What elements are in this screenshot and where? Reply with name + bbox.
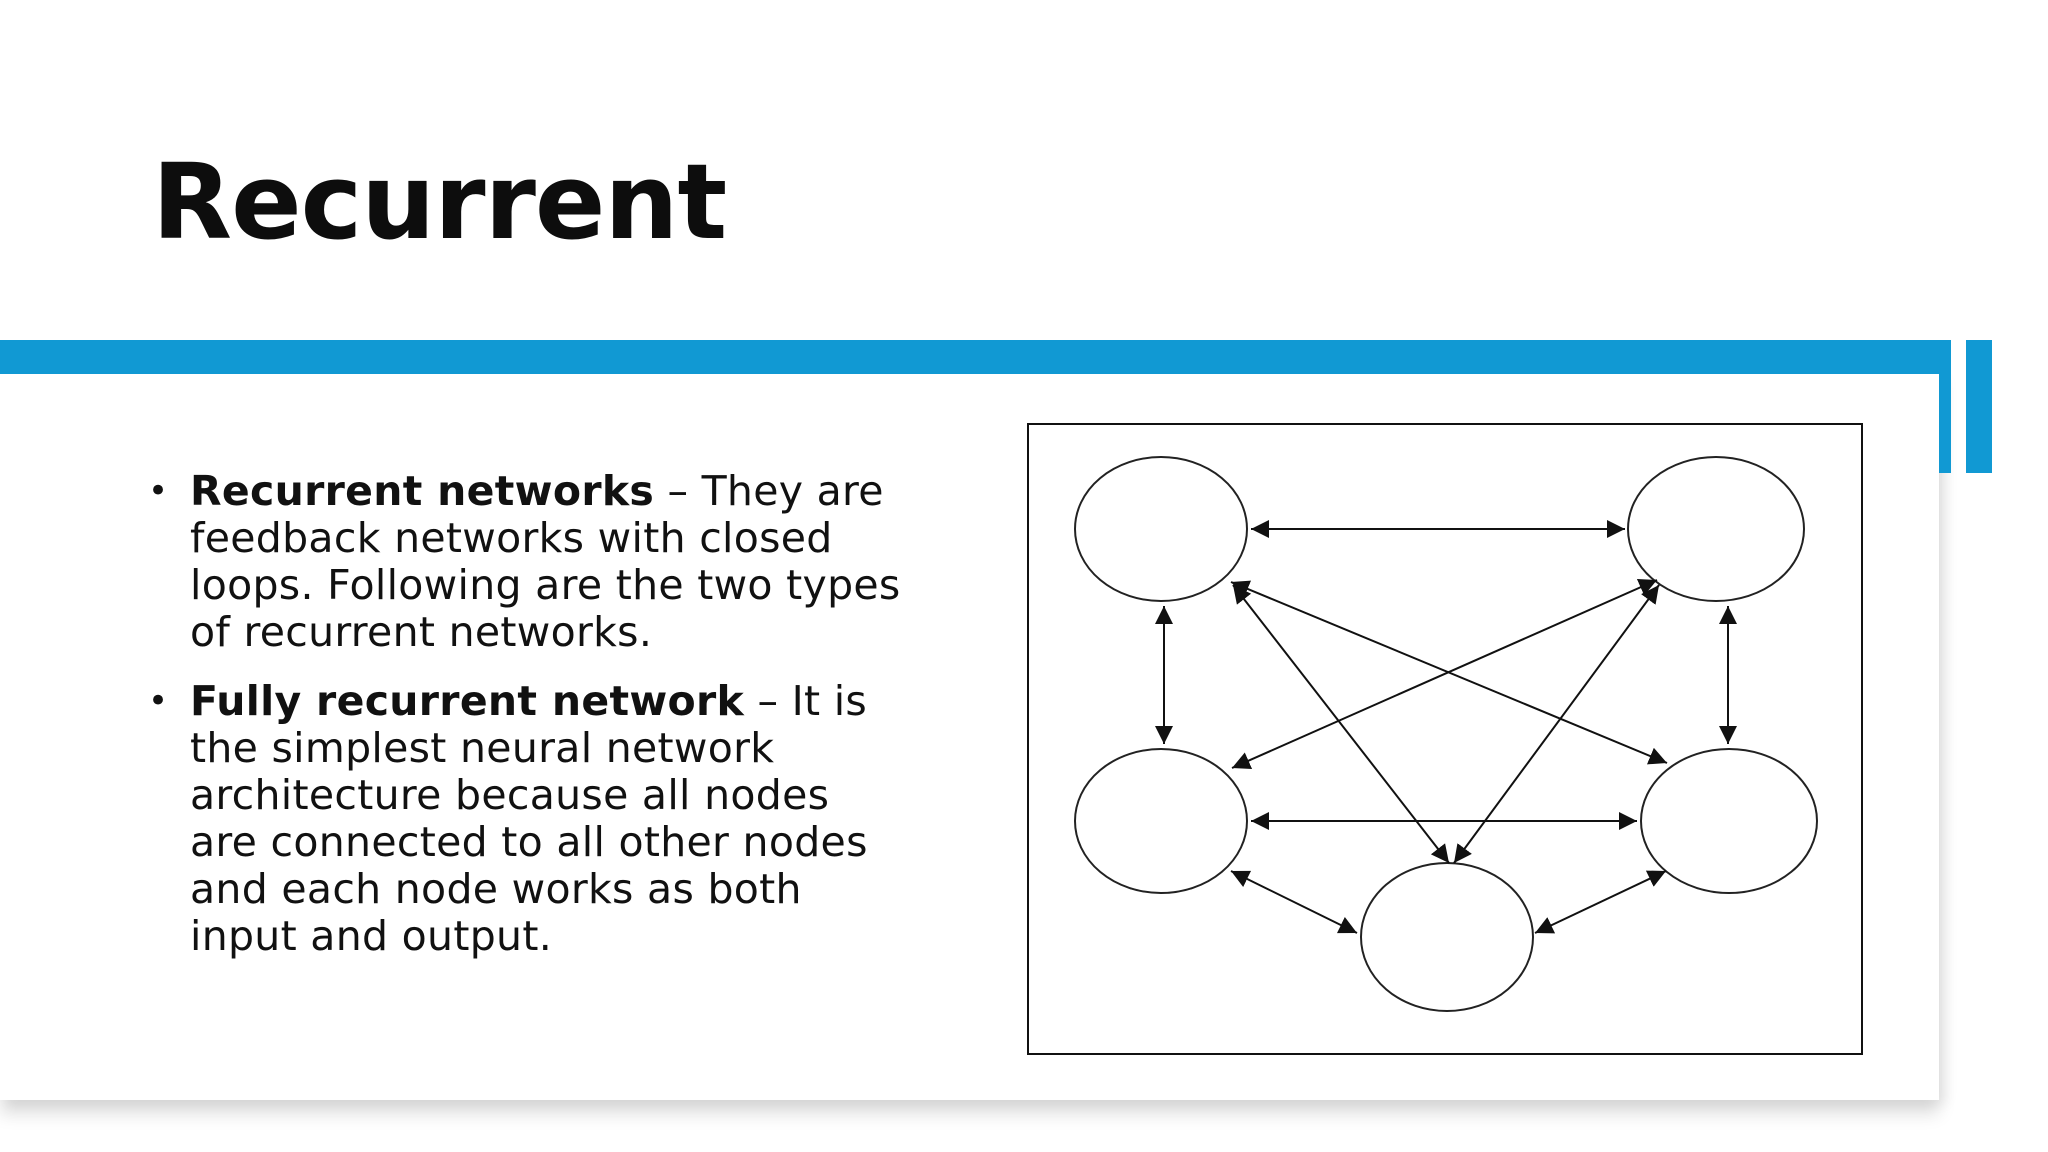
edge-midright-bottom <box>1534 870 1667 934</box>
node-mid-left <box>1074 748 1248 894</box>
network-diagram-svg <box>1074 456 1818 1012</box>
accent-bar-vertical <box>1939 340 1951 473</box>
bullet-term: Fully recurrent network <box>190 677 745 725</box>
node-mid-right <box>1640 748 1818 894</box>
network-diagram <box>1027 423 1863 1055</box>
accent-bar <box>0 340 1950 374</box>
bullet-icon: • <box>148 681 169 721</box>
node-top-right <box>1627 456 1805 602</box>
bullet-list: • Recurrent networks – They are feedback … <box>148 468 908 982</box>
bullet-item: • Recurrent networks – They are feedback … <box>148 468 908 656</box>
edge-topright-bottom <box>1453 584 1660 864</box>
bullet-icon: • <box>148 471 169 511</box>
bullet-item: • Fully recurrent network – It is the sim… <box>148 678 908 960</box>
node-bottom <box>1360 862 1534 1012</box>
edge-topleft-bottom <box>1232 584 1450 864</box>
bullet-term: Recurrent networks <box>190 467 655 515</box>
accent-bar-vertical-outer <box>1966 340 1992 473</box>
bullet-text: – They are feedback networks with closed… <box>190 467 901 656</box>
bullet-text: – It is the simplest neural network arch… <box>190 677 868 960</box>
edge-midleft-bottom <box>1230 870 1358 934</box>
node-top-left <box>1074 456 1248 602</box>
slide-title: Recurrent <box>152 141 727 263</box>
